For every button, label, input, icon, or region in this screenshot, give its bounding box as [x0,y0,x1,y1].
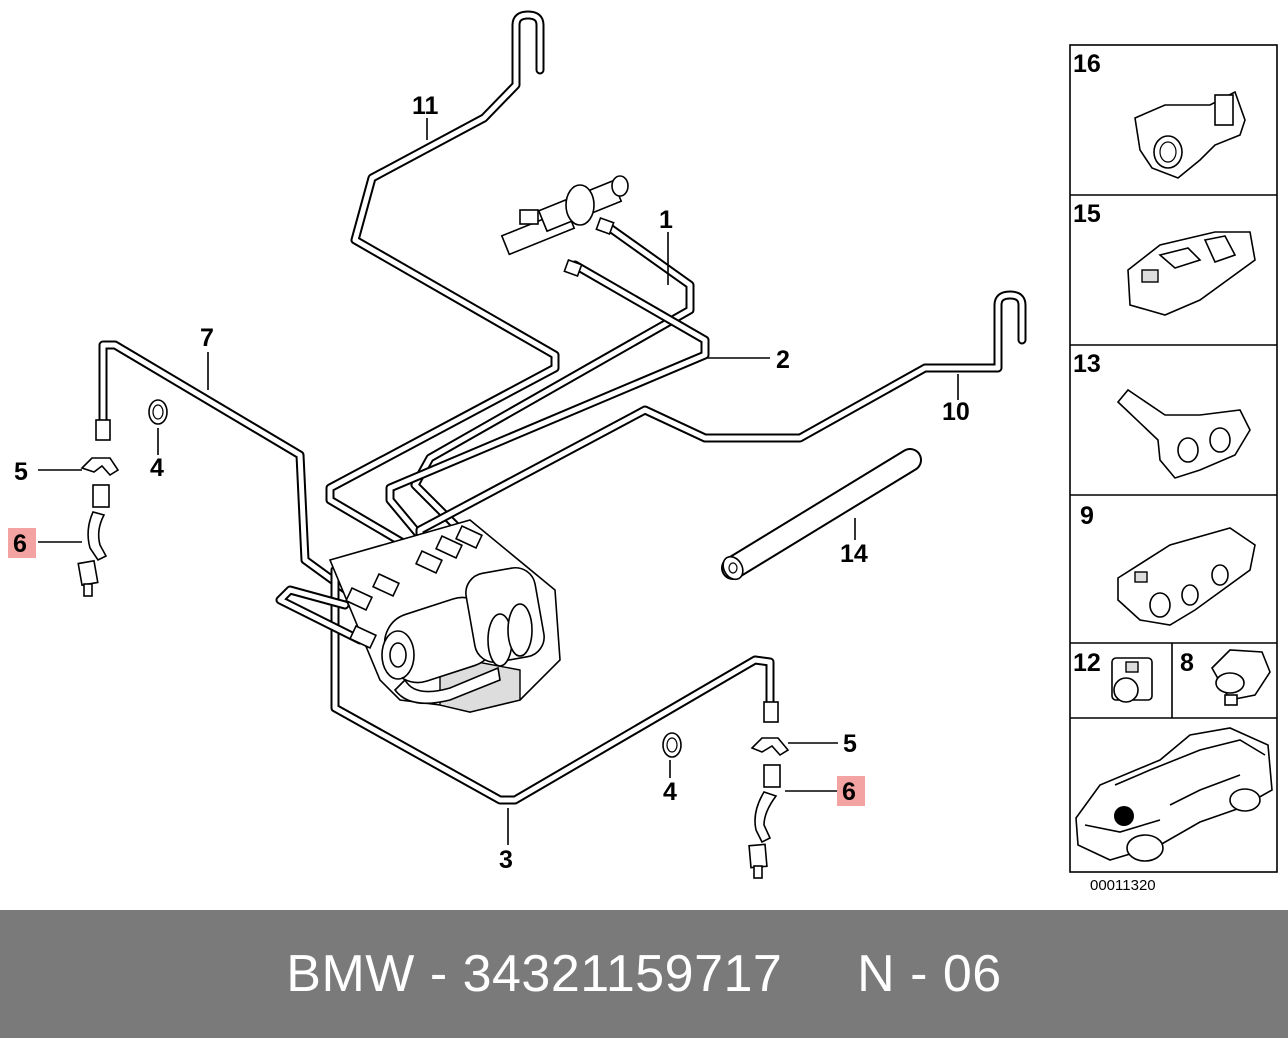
label-1: 1 [659,206,673,234]
highlight-6-right [837,776,865,806]
clip-15-drawing [1127,231,1256,316]
label-5-left: 5 [14,458,28,486]
clip-8-drawing [1211,649,1271,706]
label-2: 2 [776,346,790,374]
label-14: 14 [840,540,868,568]
parts-diagram: 1 2 3 4 4 5 5 6 6 7 10 11 14 16 15 13 9 … [8,10,1278,894]
label-10: 10 [942,398,970,426]
part-number-text: BMW - 34321159717 N - 06 [286,945,1002,1003]
clip-13-drawing [1116,388,1251,479]
clip-9-drawing [1117,527,1256,626]
master-cylinder [500,175,629,278]
hose-part-14 [721,448,922,581]
right-small-parts [662,701,790,879]
car-location-drawing [1075,727,1273,862]
inset-label-13: 13 [1073,350,1101,378]
footer-bar: BMW - 34321159717 N - 06 [0,910,1288,1038]
label-6-right: 6 [842,778,856,806]
brake-pipes [98,10,1027,805]
inset-label-9: 9 [1080,502,1094,530]
diagram-code: 00011320 [1090,877,1156,894]
label-3: 3 [499,846,513,874]
left-small-parts [77,399,168,597]
clip-12-drawing [1111,657,1153,703]
label-4-right: 4 [663,778,677,806]
inset-label-15: 15 [1073,200,1101,228]
label-6-left: 6 [13,530,27,558]
label-11: 11 [412,92,439,120]
label-7: 7 [200,324,214,352]
leader-lines [38,118,959,845]
inset-label-16: 16 [1073,50,1101,78]
clip-16-drawing [1134,90,1246,179]
inset-label-8: 8 [1180,649,1194,677]
part-labels: 1 2 3 4 4 5 5 6 6 7 10 11 14 [13,92,970,874]
highlight-6-left [8,528,36,558]
label-5-right: 5 [843,730,857,758]
hydraulic-unit [328,519,561,713]
inset-label-12: 12 [1073,649,1101,677]
label-4-left: 4 [150,454,164,482]
inset-panel: 16 15 13 9 12 8 [1069,44,1278,894]
